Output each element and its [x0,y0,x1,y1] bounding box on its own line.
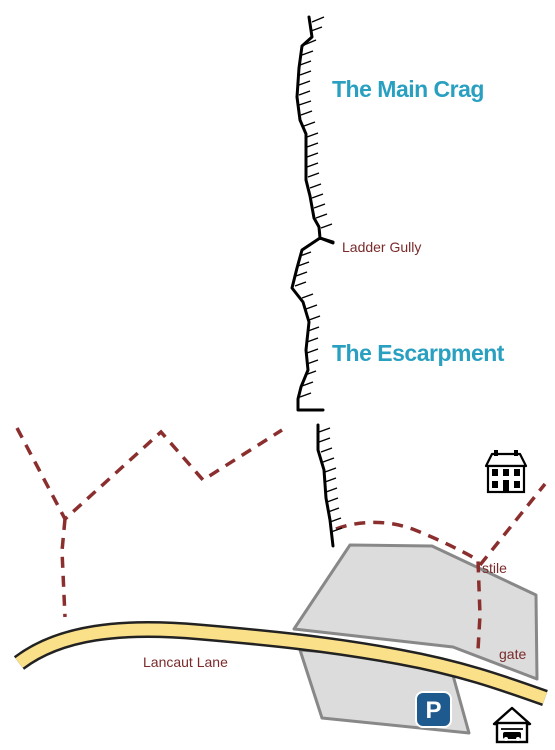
main-crag-cliff-line [295,15,335,245]
ladder-gully-label: Ladder Gully [342,239,421,255]
footpath-west-ridge [15,427,283,522]
stile-label: stile [482,560,507,576]
lancaut-lane-road [13,621,548,707]
house-icon [484,450,528,494]
escarpment-hatching [294,251,321,398]
footpath-crag-to-stile [335,520,482,651]
parking-icon: P [415,691,452,728]
footpath-west-spur [60,518,67,618]
main-crag-label: The Main Crag [332,76,484,102]
lower-crag-hatching [318,427,343,533]
garage-icon [492,706,532,744]
crag-cliff-lines [290,15,343,548]
car-park-upper [292,543,539,681]
footpath-northeast [478,482,547,567]
parking-symbol: P [425,697,441,724]
escarpment-label: The Escarpment [332,340,505,366]
footpaths [15,427,547,651]
lower-crag-cliff-line [316,423,335,548]
gate-label: gate [499,646,526,662]
road-fill [15,623,548,704]
road-label: Lancaut Lane [143,654,228,670]
main-crag-hatching [298,16,333,229]
escarpment-cliff-line [290,236,335,412]
